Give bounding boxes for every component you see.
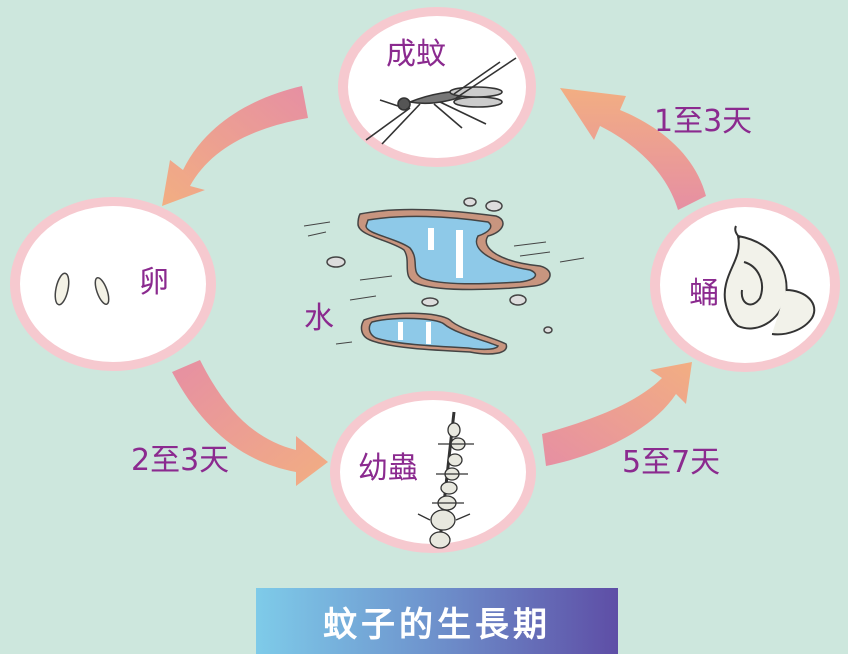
- arrow-larva-to-pupa: [542, 362, 692, 466]
- puddle-icon: [303, 197, 585, 355]
- larva-stage-label: 幼蟲: [358, 451, 418, 486]
- eggs-icon: [54, 272, 110, 306]
- egg-stage-circle: [10, 197, 216, 371]
- adult-stage-label: 成蚊: [386, 37, 446, 72]
- arrow-pupa-to-adult: [560, 88, 706, 210]
- adult-stage-circle: [338, 7, 536, 167]
- duration-egg-to-larva: 2至3天: [131, 443, 230, 478]
- pupa-icon: [723, 225, 816, 336]
- duration-larva-to-pupa: 5至7天: [622, 445, 721, 480]
- title-banner: 蚊子的生長期: [256, 588, 618, 654]
- larva-stage-circle: [330, 391, 536, 553]
- larva-icon: [417, 411, 474, 549]
- mosquito-icon: [365, 57, 517, 145]
- arrow-egg-to-larva: [172, 360, 328, 486]
- duration-pupa-to-adult: 1至3天: [654, 104, 753, 139]
- water-label: 水: [304, 301, 334, 336]
- pupa-stage-label: 蛹: [689, 276, 719, 311]
- arrow-adult-to-egg: [162, 86, 308, 206]
- diagram-title: 蚊子的生長期: [323, 604, 551, 645]
- egg-stage-label: 卵: [139, 265, 169, 300]
